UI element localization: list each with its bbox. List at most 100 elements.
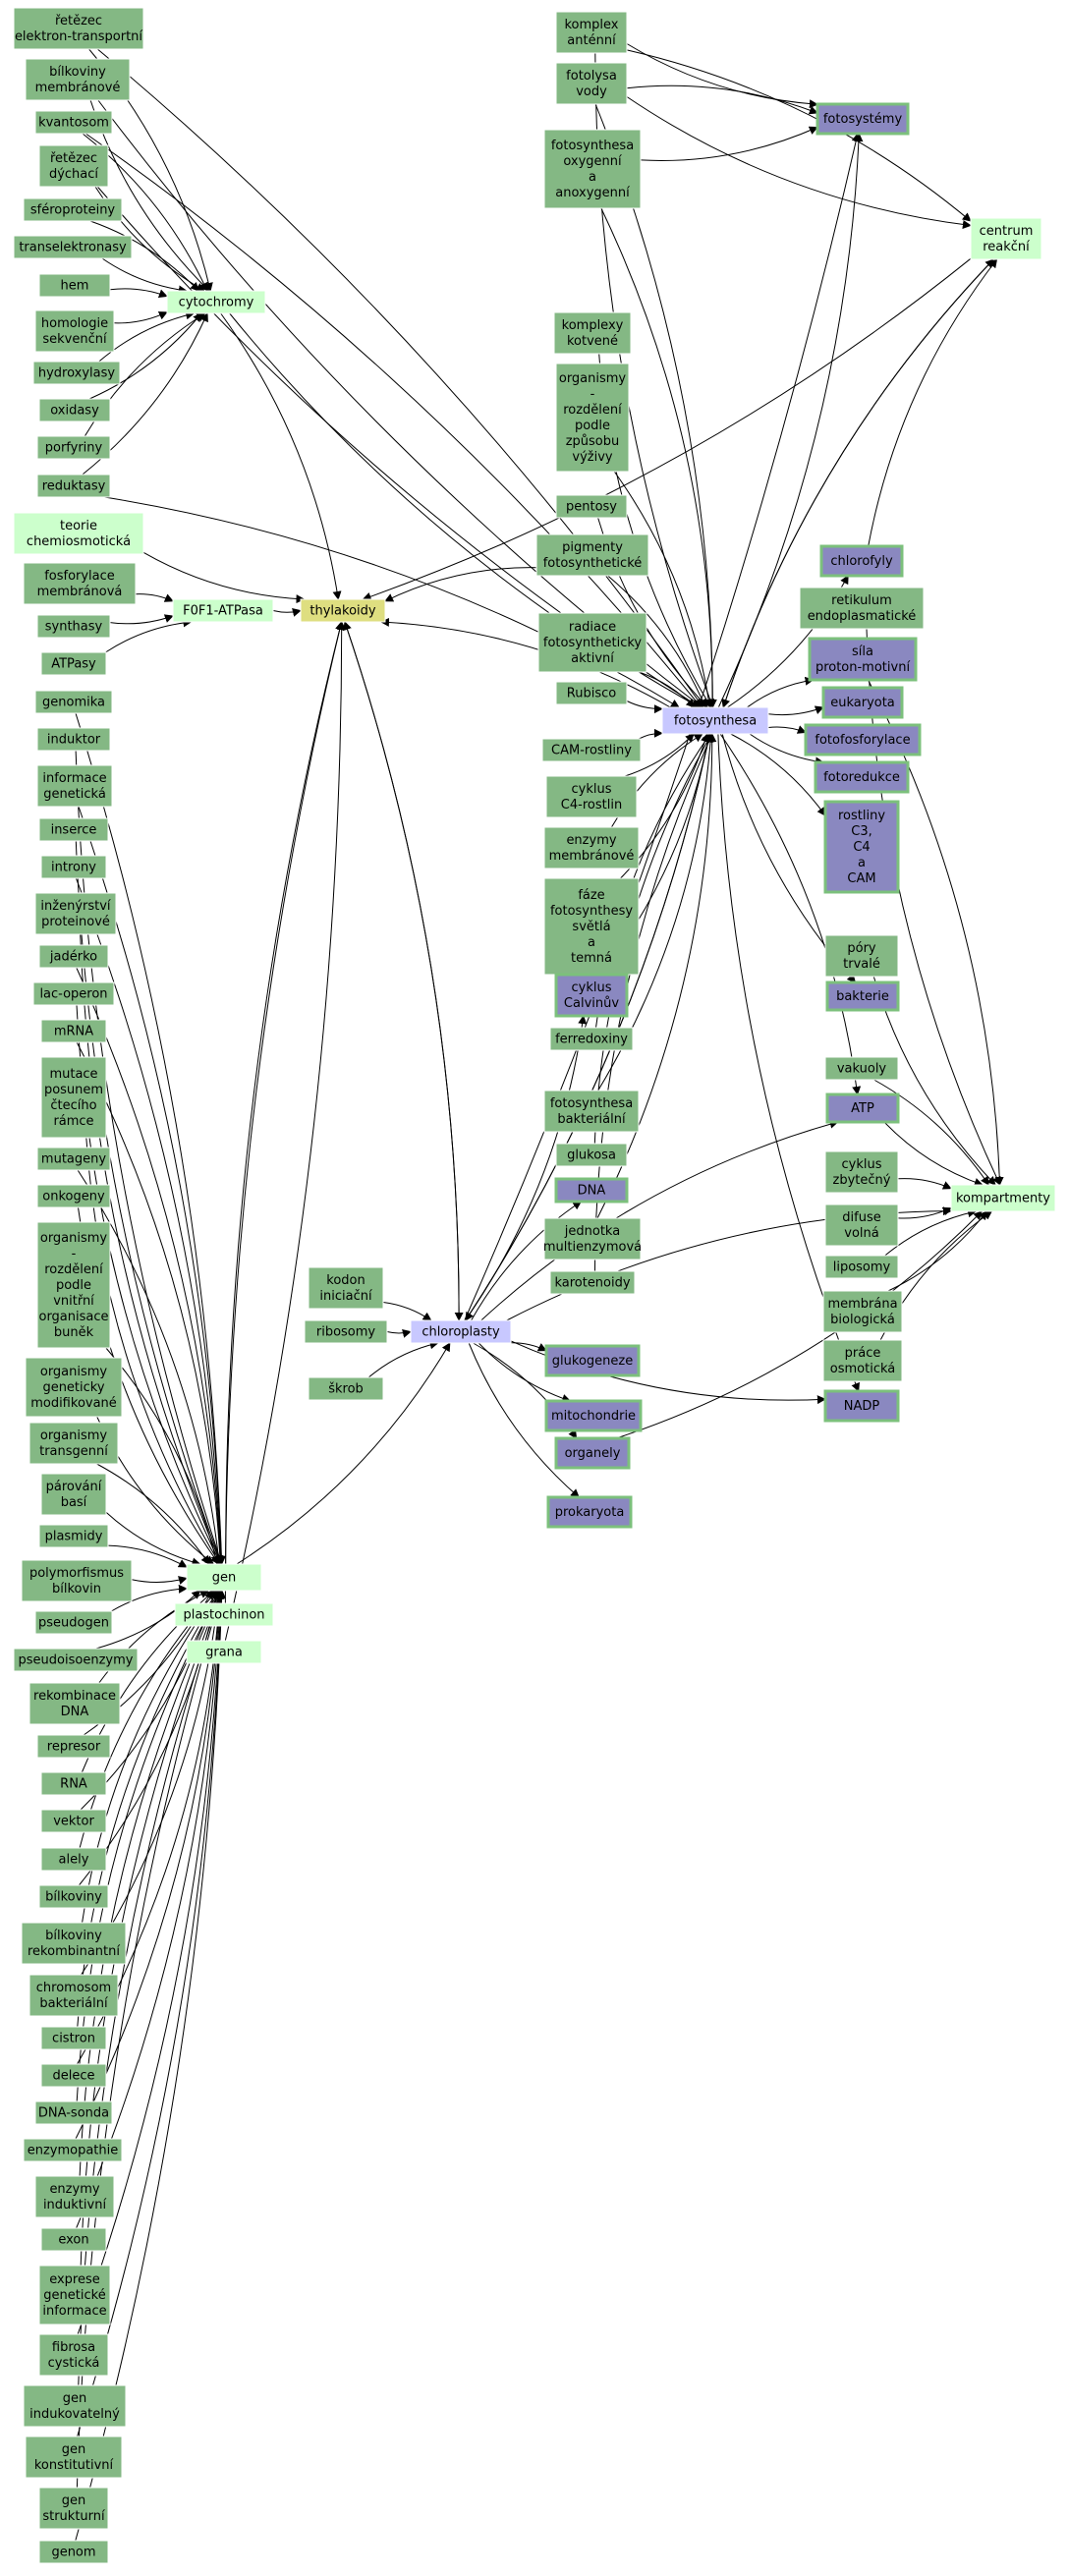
- node-eukaryota: eukaryota: [821, 686, 904, 719]
- node-label: grana: [205, 1646, 243, 1660]
- node-label: exon: [58, 2233, 88, 2248]
- node-delece: delece: [40, 2063, 107, 2088]
- node-box: [825, 980, 900, 1012]
- node-label: onkogeny: [42, 1190, 105, 1204]
- node-nadp: NADP: [823, 1389, 900, 1423]
- node-box: [825, 1092, 900, 1124]
- node-label: bílkoviny: [49, 65, 106, 80]
- node-box: [34, 110, 113, 135]
- edge-fibrosa-to-gen: [77, 1590, 226, 2335]
- node-label: gen: [62, 2442, 86, 2457]
- node-box: [554, 973, 629, 1018]
- node-box: [174, 1602, 274, 1627]
- node-box: [543, 129, 642, 209]
- node-label: induktor: [47, 733, 101, 748]
- edge-cytochromy-to-thylakoidy: [220, 312, 342, 600]
- node-fotosynthesa: fotosynthesa: [661, 706, 769, 735]
- node-label: membrána: [827, 1297, 897, 1312]
- node-box: [544, 1344, 641, 1377]
- node-box: [555, 681, 628, 705]
- node-label: DNA: [61, 1705, 89, 1719]
- node-label: sekvenční: [42, 332, 107, 347]
- node-label: CAM: [847, 871, 875, 886]
- node-box: [300, 598, 386, 623]
- node-label: plastochinon: [183, 1608, 264, 1623]
- node-box: [34, 2175, 115, 2218]
- node-prokaryota: prokaryota: [546, 1495, 633, 1529]
- node-label: chemiosmotická: [27, 534, 131, 549]
- node-box: [543, 877, 640, 976]
- edge-mutageny-to-gen: [77, 1169, 223, 1565]
- node-mitochondrie: mitochondrie: [544, 1399, 643, 1432]
- edge-rubisco-to-fotosynthesa: [626, 700, 663, 714]
- node-label: cyklus: [572, 980, 612, 995]
- node-label: centrum: [980, 224, 1034, 239]
- node-vakuoly: vakuoly: [824, 1056, 899, 1081]
- node-label: genetické: [43, 2288, 105, 2303]
- edge-chlorofyly-to-centrum: [868, 258, 998, 547]
- node-fotosystemy: fotosystémy: [815, 102, 910, 136]
- node-atp: ATP: [825, 1092, 900, 1124]
- node-label: chromosom: [36, 1981, 111, 1995]
- node-box: [36, 1734, 111, 1759]
- node-label: iniciační: [319, 1289, 372, 1304]
- node-box: [25, 1357, 123, 1418]
- node-label: lac-operon: [39, 987, 107, 1002]
- node-label: sféroproteiny: [30, 203, 116, 218]
- node-label: cystická: [48, 2356, 100, 2371]
- node-box: [186, 1640, 262, 1664]
- node-label: glukosa: [567, 1148, 616, 1163]
- node-label: endoplasmatické: [808, 609, 917, 624]
- node-label: membránové: [549, 849, 635, 864]
- node-label: kvantosom: [38, 116, 109, 131]
- edge-fosforylace-membranova-to-f0f1: [135, 593, 174, 602]
- node-label: rekombinantní: [28, 1944, 120, 1959]
- node-label: pentosy: [566, 500, 617, 515]
- node-box: [553, 311, 632, 355]
- node-label: Calvinův: [564, 996, 619, 1011]
- node-label: biologická: [830, 1313, 895, 1327]
- node-rna: RNA: [40, 1771, 107, 1796]
- node-box: [13, 7, 144, 50]
- edge-synthasy-to-f0f1: [109, 614, 174, 625]
- edge-pseudogen-to-gen: [111, 1584, 188, 1612]
- node-label: membránové: [35, 81, 121, 95]
- node-vektor: vektor: [40, 1809, 107, 1833]
- node-label: porfyriny: [45, 441, 103, 456]
- node-label: podle: [575, 419, 610, 433]
- node-induktor: induktor: [36, 727, 111, 752]
- node-box: [34, 690, 113, 714]
- edge-polymorfismus-to-gen: [131, 1576, 188, 1585]
- node-label: DNA: [578, 1184, 606, 1199]
- node-label: chlorofyly: [830, 554, 893, 569]
- node-genomika: genomika: [34, 690, 113, 714]
- edge-chloroplasty-to-cyklus-calvinuv: [465, 1015, 588, 1321]
- edge-plasmidy-to-gen: [107, 1544, 188, 1568]
- node-label: jednotka: [564, 1224, 620, 1239]
- node-skrob: škrob: [308, 1376, 384, 1401]
- node-label: síla: [852, 644, 873, 659]
- node-label: introny: [51, 861, 96, 875]
- node-enzymopathie: enzymopathie: [23, 2138, 123, 2162]
- node-label: NADP: [844, 1399, 880, 1414]
- node-label: delece: [52, 2069, 94, 2084]
- edge-fotosynthesa-oxy-to-fotosystemy: [640, 126, 818, 161]
- node-plastochinon: plastochinon: [174, 1602, 274, 1627]
- edge-transelektronasy-to-cytochromy: [101, 257, 188, 295]
- node-box: [36, 727, 111, 752]
- edge-hem-to-cytochromy: [109, 288, 168, 299]
- node-box: [808, 637, 918, 682]
- node-label: bakteriální: [39, 1996, 108, 2011]
- nodes-layer: řetězecelektron-transportníbílkovinymemb…: [13, 7, 1056, 2564]
- node-reduktasy: reduktasy: [36, 474, 111, 498]
- node-box: [549, 1270, 636, 1295]
- node-rubisco: Rubisco: [555, 681, 628, 705]
- node-box: [544, 1399, 643, 1432]
